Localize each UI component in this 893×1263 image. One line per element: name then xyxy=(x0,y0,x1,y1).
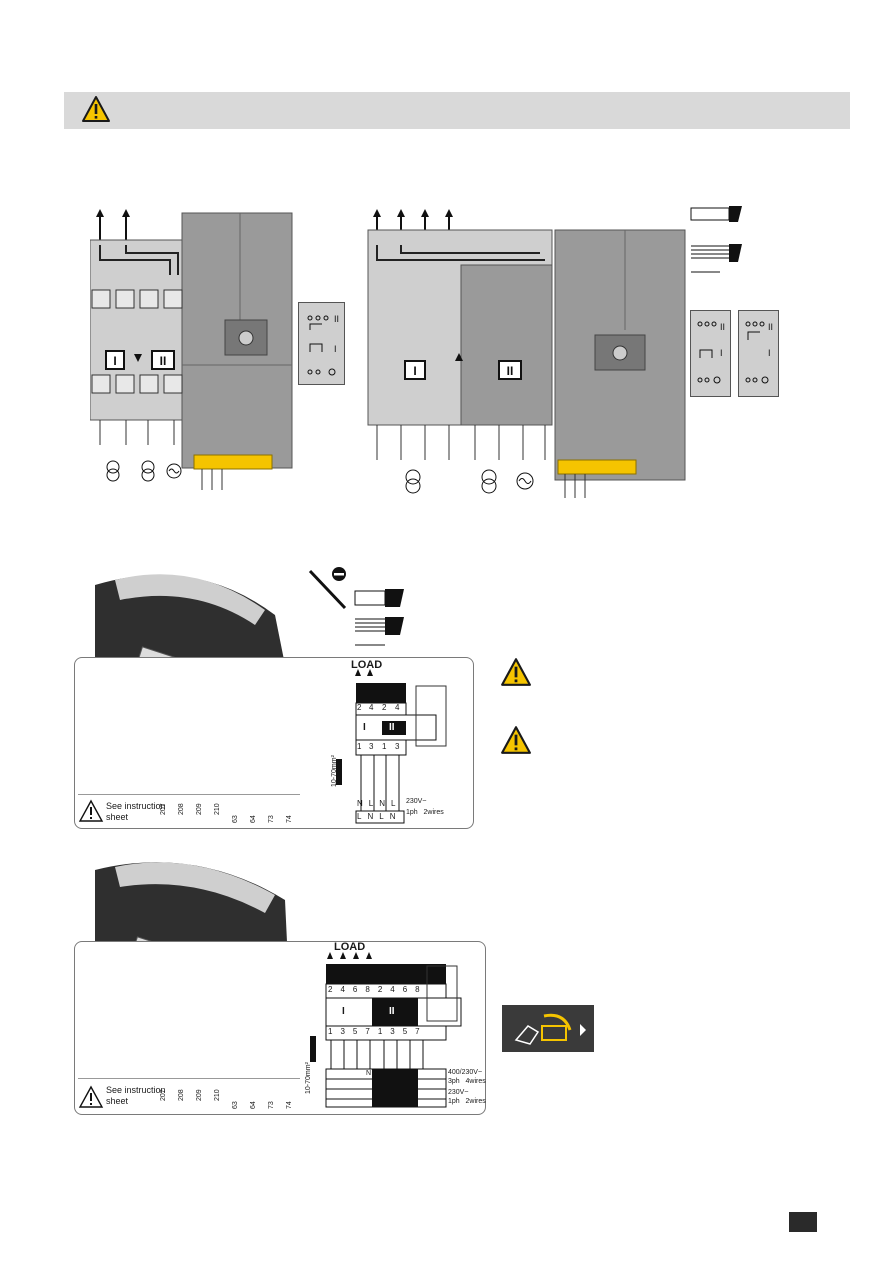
aux-contact-diagram: II I xyxy=(298,302,345,385)
svg-text:I: I xyxy=(113,354,116,368)
warning-triangle-icon xyxy=(82,96,110,122)
bn-5: 3 xyxy=(390,1027,403,1036)
row-2-3: N xyxy=(389,812,402,821)
terminal-209: 209 xyxy=(196,803,203,815)
note-bar-1: See instruction sheet 207 208 209 210 63… xyxy=(78,794,300,827)
four-pole-switch-diagram: I II xyxy=(367,209,686,498)
svg-text:I: I xyxy=(334,344,337,354)
bn-4: 1 xyxy=(377,1027,391,1036)
terminal-207: 207 xyxy=(160,1089,167,1101)
bn-2: 5 xyxy=(352,1027,366,1036)
tn-7: 8 xyxy=(415,985,428,994)
two-pole-switch-diagram: I II xyxy=(90,209,293,490)
page-number-badge xyxy=(789,1212,817,1232)
caution-outline-icon xyxy=(78,1085,104,1108)
switch-label-ii: II xyxy=(389,1006,395,1017)
terminal-64: 64 xyxy=(250,1101,257,1109)
aux-contact-diagram-pair: III III xyxy=(690,310,779,397)
terminal-63: 63 xyxy=(232,1101,239,1109)
top-number-3: 2 xyxy=(382,703,387,712)
caution-outline-icon xyxy=(78,799,104,822)
voltage-text: 230V~ xyxy=(406,798,427,805)
svg-text:II: II xyxy=(334,314,339,324)
hand-rotate-icon xyxy=(514,1013,586,1045)
load-label: LOAD xyxy=(351,659,383,671)
row-text-2: 230V~ xyxy=(448,1089,469,1096)
top-number-2: 4 xyxy=(369,703,374,712)
cable-spec: 10-70mm² xyxy=(331,755,338,787)
svg-text:I: I xyxy=(720,348,723,358)
warning-triangle-icon xyxy=(501,726,531,754)
terminal-64: 64 xyxy=(250,815,257,823)
tn-0: 2 xyxy=(328,985,341,994)
svg-text:I: I xyxy=(768,348,771,358)
terminal-63: 63 xyxy=(232,815,239,823)
terminal-207: 207 xyxy=(160,803,167,815)
terminal-210: 210 xyxy=(214,803,221,815)
bn-1: 3 xyxy=(340,1027,353,1036)
top-numbers-2: 24682468 xyxy=(328,985,428,994)
svg-text:II: II xyxy=(768,322,773,332)
terminal-208: 208 xyxy=(178,803,185,815)
terminal-208: 208 xyxy=(178,1089,185,1101)
load-label: LOAD xyxy=(334,941,366,953)
bn-0: 1 xyxy=(328,1027,341,1036)
bn-3: 7 xyxy=(365,1027,378,1036)
bottom-number-3: 1 xyxy=(382,742,387,751)
svg-text:I: I xyxy=(413,364,416,378)
row-1-1: L xyxy=(368,799,380,808)
bn-6: 5 xyxy=(402,1027,416,1036)
bn-7: 7 xyxy=(415,1027,428,1036)
cable-spec: 10-70mm² xyxy=(305,1062,312,1094)
row-text-2b: 1ph 2wires xyxy=(448,1098,486,1105)
wiring-diagram-2: LOAD 24682468 I II 13571357 10-70mm² N 4… xyxy=(302,941,486,1110)
tn-5: 4 xyxy=(390,985,403,994)
row-2-labels: LNLN xyxy=(357,812,401,821)
terminal-73: 73 xyxy=(268,815,275,823)
row-2-0: L xyxy=(357,812,368,821)
row-2-2: L xyxy=(379,812,390,821)
terminal-73: 73 xyxy=(268,1101,275,1109)
row-1-3: L xyxy=(391,799,402,808)
top-number-4: 4 xyxy=(395,703,400,712)
grid-n: N xyxy=(366,1070,372,1077)
row-1-labels: NLNL xyxy=(357,799,401,808)
bottom-number-1: 1 xyxy=(357,742,362,751)
top-number-1: 2 xyxy=(357,703,362,712)
tn-3: 8 xyxy=(365,985,378,994)
switch-label-i: I xyxy=(363,722,366,733)
row-text-1: 400/230V~ xyxy=(448,1069,483,1076)
terminal-210: 210 xyxy=(214,1089,221,1101)
warning-triangle-icon xyxy=(501,658,531,686)
svg-text:II: II xyxy=(720,322,725,332)
wiring-diagram-1: LOAD 2 4 2 4 I II 1 3 1 3 10-70mm² NLNL … xyxy=(306,659,466,825)
tn-4: 2 xyxy=(377,985,391,994)
terminal-74: 74 xyxy=(286,815,293,823)
bottom-number-4: 3 xyxy=(395,742,400,751)
see-instruction-note: See instruction sheet xyxy=(106,801,166,822)
row-1-2: N xyxy=(379,799,392,808)
tn-2: 6 xyxy=(352,985,366,994)
see-instruction-note: See instruction sheet xyxy=(106,1085,166,1106)
wire-strip-icon xyxy=(690,206,742,273)
warning-banner xyxy=(64,92,850,129)
svg-text:II: II xyxy=(507,364,514,378)
next-step-button[interactable] xyxy=(502,1005,594,1052)
bottom-number-2: 3 xyxy=(369,742,374,751)
bottom-numbers-2: 13571357 xyxy=(328,1027,428,1036)
row-2-1: N xyxy=(367,812,380,821)
svg-text:II: II xyxy=(160,354,167,368)
terminal-74: 74 xyxy=(286,1101,293,1109)
tn-1: 4 xyxy=(340,985,353,994)
tn-6: 6 xyxy=(402,985,416,994)
switch-label-i: I xyxy=(342,1006,345,1017)
screwdriver-icon xyxy=(308,567,404,646)
note-bar-2: See instruction sheet 207 208 209 210 63… xyxy=(78,1078,300,1113)
row-1-0: N xyxy=(357,799,369,808)
row-text-1b: 3ph 4wires xyxy=(448,1078,486,1085)
terminal-209: 209 xyxy=(196,1089,203,1101)
config-text: 1ph 2wires xyxy=(406,809,444,816)
switch-label-ii: II xyxy=(389,722,395,733)
